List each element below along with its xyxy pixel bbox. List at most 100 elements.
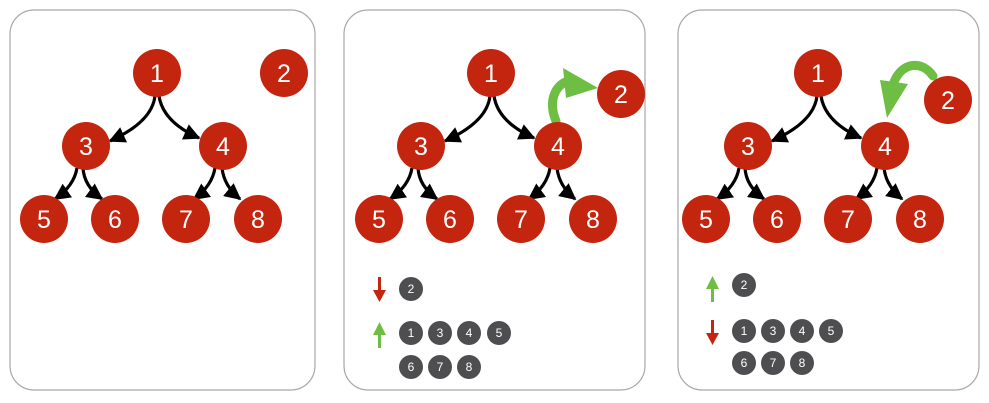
edge-1-3 bbox=[770, 95, 819, 143]
edge-1-4 bbox=[819, 95, 863, 140]
chip-8: 8 bbox=[457, 355, 481, 379]
chip-7: 7 bbox=[428, 355, 452, 379]
chip-8: 8 bbox=[790, 351, 814, 375]
node-7: 7 bbox=[497, 195, 545, 243]
edge-1-4 bbox=[492, 95, 536, 140]
chip-label: 8 bbox=[799, 356, 806, 370]
edge-4-8 bbox=[882, 167, 904, 201]
down-arrow-icon bbox=[373, 277, 386, 302]
node-4: 4 bbox=[199, 122, 247, 170]
node-2: 2 bbox=[597, 70, 645, 118]
chip-label: 7 bbox=[437, 360, 444, 374]
chip-2: 2 bbox=[399, 277, 423, 301]
edge-4-7 bbox=[527, 167, 552, 201]
chip-3: 3 bbox=[761, 319, 785, 343]
edge-3-6 bbox=[743, 167, 766, 201]
chip-6: 6 bbox=[399, 355, 423, 379]
tree-edges bbox=[715, 95, 904, 201]
edge-1-3 bbox=[443, 95, 492, 143]
chip-5: 5 bbox=[819, 319, 843, 343]
edge-1-3 bbox=[108, 95, 157, 143]
chip-label: 4 bbox=[799, 324, 806, 338]
node-8: 8 bbox=[569, 195, 617, 243]
chip-label: 3 bbox=[770, 324, 777, 338]
node-label: 5 bbox=[37, 206, 51, 234]
node-8: 8 bbox=[234, 195, 282, 243]
node-label: 5 bbox=[699, 206, 713, 234]
up-arrow-icon bbox=[706, 276, 719, 302]
node-label: 1 bbox=[811, 60, 825, 88]
tree-edges bbox=[53, 95, 242, 201]
tree-edges bbox=[388, 95, 577, 201]
node-5: 5 bbox=[20, 195, 68, 243]
edge-4-8 bbox=[220, 167, 242, 201]
node-4: 4 bbox=[861, 122, 909, 170]
node-1: 1 bbox=[467, 49, 515, 97]
tree-nodes: 1 2 3 4 5 6 7 8 bbox=[682, 49, 972, 243]
chip-5: 5 bbox=[487, 321, 511, 345]
node-3: 3 bbox=[397, 122, 445, 170]
node-label: 5 bbox=[372, 206, 386, 234]
chip-label: 1 bbox=[408, 326, 415, 340]
chip-label: 8 bbox=[466, 360, 473, 374]
node-label: 7 bbox=[179, 206, 193, 234]
edge-3-6 bbox=[81, 167, 104, 201]
tree-nodes: 1 2 3 4 5 6 7 8 bbox=[20, 49, 308, 243]
chip-1: 1 bbox=[399, 321, 423, 345]
chip-label: 4 bbox=[466, 326, 473, 340]
node-label: 3 bbox=[414, 133, 428, 161]
chip-label: 6 bbox=[408, 360, 415, 374]
edge-3-5 bbox=[388, 167, 414, 201]
node-5: 5 bbox=[682, 195, 730, 243]
edge-4-8 bbox=[555, 167, 577, 201]
node-label: 8 bbox=[586, 206, 600, 234]
down-arrow-icon bbox=[706, 320, 719, 345]
node-1: 1 bbox=[794, 49, 842, 97]
node-label: 6 bbox=[443, 206, 457, 234]
node-label: 8 bbox=[913, 206, 927, 234]
chip-6: 6 bbox=[732, 351, 756, 375]
edge-3-6 bbox=[416, 167, 439, 201]
up-arrow-icon bbox=[373, 322, 386, 348]
node-4: 4 bbox=[534, 122, 582, 170]
chip-label: 1 bbox=[741, 324, 748, 338]
chip-label: 2 bbox=[741, 278, 748, 292]
node-7: 7 bbox=[162, 195, 210, 243]
edge-4-7 bbox=[854, 167, 879, 201]
panel-frame bbox=[677, 9, 980, 391]
node-8: 8 bbox=[896, 195, 944, 243]
chip-label: 5 bbox=[496, 326, 503, 340]
edge-3-5 bbox=[53, 167, 79, 201]
panel-1: 1 2 3 4 5 6 7 8 bbox=[9, 9, 316, 391]
node-label: 4 bbox=[216, 133, 230, 161]
node-label: 4 bbox=[878, 133, 892, 161]
tree-nodes: 1 2 3 4 5 6 7 8 bbox=[355, 49, 645, 243]
chip-4: 4 bbox=[457, 321, 481, 345]
node-6: 6 bbox=[753, 195, 801, 243]
chip-1: 1 bbox=[732, 319, 756, 343]
chip-label: 2 bbox=[408, 282, 415, 296]
node-label: 4 bbox=[551, 133, 565, 161]
edge-1-4 bbox=[157, 95, 201, 140]
node-label: 2 bbox=[614, 81, 628, 109]
chip-label: 6 bbox=[741, 356, 748, 370]
edge-3-5 bbox=[715, 167, 741, 201]
chip-4: 4 bbox=[790, 319, 814, 343]
chip-label: 5 bbox=[828, 324, 835, 338]
curved-arrow-down-left-icon bbox=[880, 61, 938, 118]
node-label: 6 bbox=[108, 206, 122, 234]
chip-label: 7 bbox=[770, 356, 777, 370]
node-label: 3 bbox=[79, 133, 93, 161]
node-2: 2 bbox=[260, 49, 308, 97]
node-6: 6 bbox=[91, 195, 139, 243]
chip-7: 7 bbox=[761, 351, 785, 375]
node-label: 1 bbox=[484, 60, 498, 88]
node-label: 6 bbox=[770, 206, 784, 234]
curved-arrow-up-right-icon bbox=[548, 68, 598, 126]
legend: 2 1 3 4 5 6 7 8 bbox=[706, 273, 843, 375]
node-label: 1 bbox=[150, 60, 164, 88]
node-7: 7 bbox=[824, 195, 872, 243]
node-label: 8 bbox=[251, 206, 265, 234]
legend: 2 1 3 4 5 6 7 8 bbox=[373, 277, 511, 379]
